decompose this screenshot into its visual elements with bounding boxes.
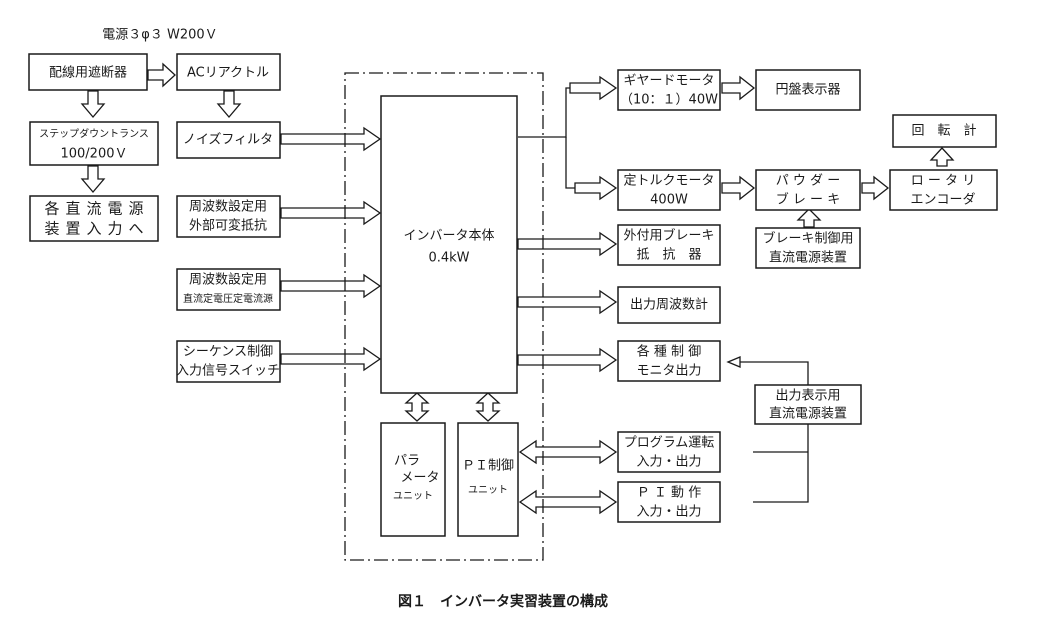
ac-reactor-box: ACリアクトル [176, 53, 281, 91]
sequence-control-box: シーケンス制御 入力信号スイッチ [176, 340, 281, 383]
ac-reactor-label: ACリアクトル [187, 66, 269, 81]
brake-ctrl-label-2: 直流電源装置 [769, 251, 847, 266]
program-label-1: プログラム運転 [624, 436, 715, 451]
pi-action-box: Ｐ Ｉ 動 作 入力・出力 [617, 481, 721, 523]
output-frequency-meter-box: 出力周波数計 [617, 286, 721, 324]
brake-control-dc-box: ブレーキ制御用 直流電源装置 [755, 227, 861, 269]
noise-filter-label: ノイズフィルタ [183, 132, 273, 148]
pi-action-label-2: 入力・出力 [636, 505, 701, 520]
pi-action-label-1: Ｐ Ｉ 動 作 [637, 486, 701, 501]
monitor-label-1: 各 種 制 御 [637, 344, 701, 360]
inverter-label-1: インバータ本体 [403, 229, 494, 244]
monitor-label-2: モニタ出力 [636, 364, 701, 379]
constant-torque-motor-box: 定トルクモータ 400W [617, 169, 721, 211]
rotary-encoder-box: ロ ー タ リ エンコーダ [889, 169, 998, 211]
param-label-1: パラ [394, 454, 420, 469]
freq-external-resistor-box: 周波数設定用 外部可変抵抗 [176, 195, 281, 238]
display-dc-supply-box: 出力表示用 直流電源装置 [754, 384, 862, 425]
brake-resistor-label-1: 外付用ブレーキ [623, 228, 714, 244]
monitor-output-box: 各 種 制 御 モニタ出力 [617, 340, 721, 382]
pi-unit-label-1: ＰＩ制御 [462, 459, 514, 474]
feedback-arrowhead [726, 356, 741, 368]
inverter-enclosure [344, 72, 544, 561]
tachometer-box: 回 転 計 [892, 114, 997, 148]
breaker-box: 配線用遮断器 [28, 53, 148, 91]
inverter-label-2: 0.4kW [428, 251, 469, 266]
frequency-meter-label: 出力周波数計 [630, 297, 708, 313]
geared-motor-label-2: （10：１）40W [620, 93, 718, 108]
dc-input-label-1: 各直流電源 [44, 200, 149, 218]
freq-ext-label-2: 外部可変抵抗 [189, 218, 267, 234]
program-label-2: 入力・出力 [636, 455, 701, 470]
freq-ext-label-1: 周波数設定用 [189, 199, 267, 215]
external-brake-resistor-box: 外付用ブレーキ 抵 抗 器 [617, 224, 721, 266]
torque-motor-label-2: 400W [650, 193, 688, 208]
rotary-encoder-label-1: ロ ー タ リ [911, 174, 975, 189]
pi-control-unit-box: ＰＩ制御 ユニット [457, 422, 519, 537]
breaker-label: 配線用遮断器 [49, 65, 127, 81]
power-supply-label: 電源３φ３ W200Ｖ [102, 28, 217, 43]
param-label-2: メータ [400, 471, 439, 486]
brake-resistor-label-2: 抵 抗 器 [636, 248, 701, 263]
display-dc-label-2: 直流電源装置 [769, 407, 847, 422]
rotary-encoder-label-2: エンコーダ [910, 193, 975, 208]
disc-display-box: 円盤表示器 [755, 69, 861, 111]
freq-dc-label-1: 周波数設定用 [189, 272, 267, 288]
param-label-3: ユニット [393, 491, 433, 502]
figure-caption: 図１ インバータ実習装置の構成 [398, 593, 608, 610]
sequence-label-2: 入力信号スイッチ [176, 364, 280, 379]
parameter-unit-box: パラ メータ ユニット [380, 422, 446, 537]
powder-brake-label-1: パ ウ ダ ー [776, 174, 840, 189]
tachometer-label: 回 転 計 [911, 123, 976, 139]
sequence-label-1: シーケンス制御 [183, 345, 273, 360]
brake-ctrl-label-1: ブレーキ制御用 [762, 231, 853, 247]
torque-motor-label-1: 定トルクモータ [623, 174, 714, 189]
program-operation-box: プログラム運転 入力・出力 [617, 431, 721, 473]
powder-brake-label-2: ブ レ ー キ [776, 192, 840, 208]
powder-brake-box: パ ウ ダ ー ブ レ ー キ [755, 169, 861, 211]
flow-arrows [80, 62, 955, 515]
stepdown-transformer-box: ステップダウントランス 100/200Ｖ [29, 121, 159, 166]
dc-input-label-2: 装置入力へ [44, 220, 149, 238]
dc-supply-input-box: 各直流電源 装置入力へ [29, 195, 159, 242]
disc-display-label: 円盤表示器 [775, 83, 840, 98]
geared-motor-box: ギヤードモータ （10：１）40W [617, 69, 721, 111]
inverter-main-box: インバータ本体 0.4kW [380, 95, 518, 394]
display-dc-label-1: 出力表示用 [775, 389, 840, 404]
stepdown-label-1: ステップダウントランス [39, 127, 149, 140]
pi-unit-label-2: ユニット [468, 485, 508, 496]
freq-dc-source-box: 周波数設定用 直流定電圧定電流源 [176, 268, 281, 311]
geared-motor-label-1: ギヤードモータ [623, 74, 714, 89]
noise-filter-box: ノイズフィルタ [176, 121, 281, 159]
freq-dc-label-2: 直流定電圧定電流源 [183, 292, 273, 305]
stepdown-label-2: 100/200Ｖ [60, 147, 127, 162]
